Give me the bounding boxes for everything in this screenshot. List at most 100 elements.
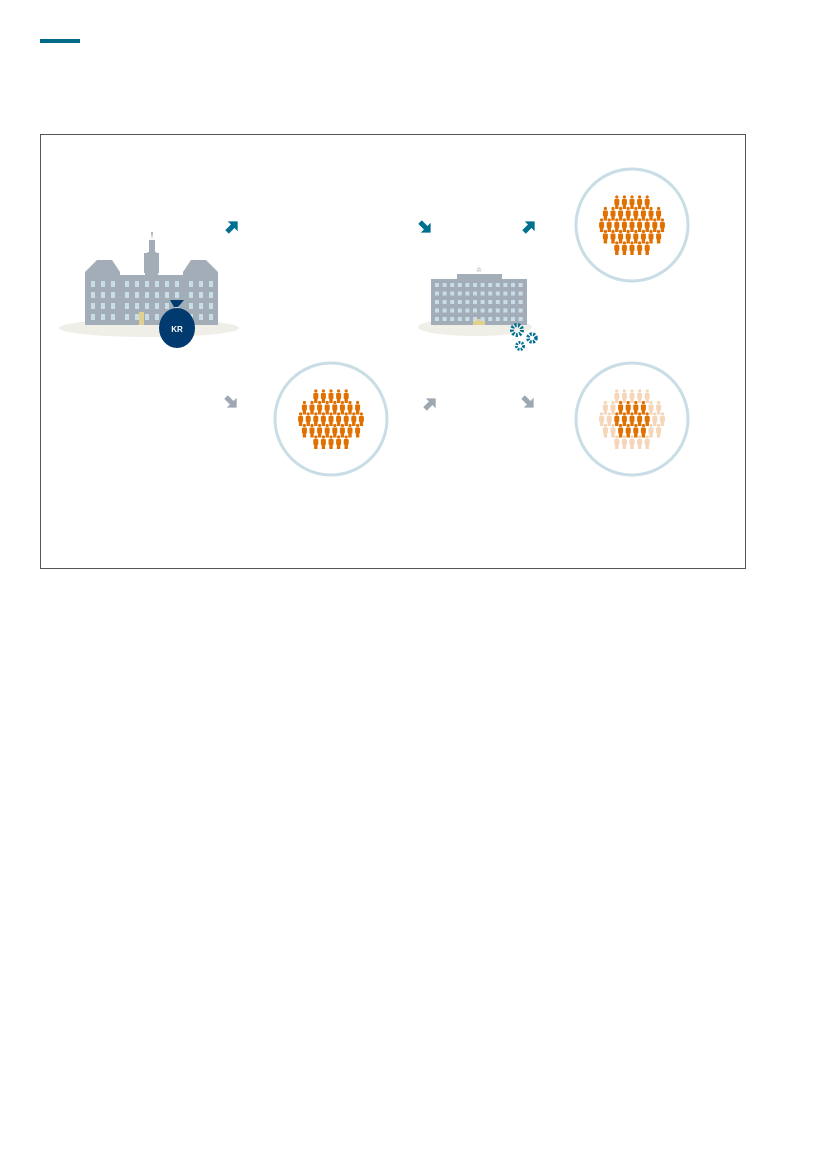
person-icon <box>336 412 342 426</box>
person-icon <box>621 435 627 449</box>
person-icon <box>656 206 662 221</box>
person-icon <box>317 400 323 415</box>
person-icon <box>640 229 646 244</box>
person-icon <box>343 412 349 426</box>
person-icon <box>614 241 620 255</box>
person-icon <box>621 195 627 209</box>
person-icon <box>637 435 643 449</box>
gears-icon <box>510 323 538 351</box>
person-icon <box>336 435 342 449</box>
person-icon <box>309 400 315 415</box>
person-icon <box>625 400 631 415</box>
person-icon <box>351 412 357 426</box>
person-icon <box>618 206 624 221</box>
person-icon <box>640 206 646 221</box>
person-icon <box>644 412 650 426</box>
person-icon <box>358 412 364 426</box>
person-icon <box>317 423 323 438</box>
person-icon <box>320 435 326 449</box>
person-icon <box>320 389 326 403</box>
arrow-up-right-icon <box>225 221 238 234</box>
arrow-down-right-icon <box>521 395 534 408</box>
person-icon <box>644 195 650 209</box>
person-icon <box>347 400 353 415</box>
person-icon <box>637 389 643 403</box>
person-icon <box>621 218 627 232</box>
person-icon <box>602 206 608 221</box>
crowd-full-middle <box>298 389 364 449</box>
person-icon <box>610 229 616 244</box>
person-icon <box>648 229 654 244</box>
person-icon <box>343 435 349 449</box>
person-icon <box>629 195 635 209</box>
person-icon <box>602 423 608 438</box>
group-circle-bottom-right <box>574 361 690 477</box>
person-icon <box>339 423 345 438</box>
person-icon <box>633 229 639 244</box>
person-icon <box>614 389 620 403</box>
person-icon <box>629 218 635 232</box>
person-icon <box>355 400 361 415</box>
person-icon <box>637 195 643 209</box>
person-icon <box>339 400 345 415</box>
person-icon <box>625 229 631 244</box>
person-icon <box>324 400 330 415</box>
person-icon <box>656 400 662 415</box>
person-icon <box>328 389 334 403</box>
person-icon <box>637 412 643 426</box>
person-icon <box>618 400 624 415</box>
person-icon <box>614 195 620 209</box>
person-icon <box>644 218 650 232</box>
person-icon <box>614 412 620 426</box>
crowd-full-top <box>599 195 665 255</box>
person-icon <box>625 206 631 221</box>
person-icon <box>301 400 307 415</box>
person-icon <box>648 206 654 221</box>
person-icon <box>328 435 334 449</box>
person-icon <box>320 412 326 426</box>
arrow-down-right-icon <box>418 220 431 233</box>
person-icon <box>621 241 627 255</box>
group-circle-top-right <box>574 167 690 283</box>
person-icon <box>298 412 304 426</box>
person-icon <box>633 423 639 438</box>
money-bag-label: KR <box>171 325 183 334</box>
person-icon <box>618 229 624 244</box>
svg-text:♔: ♔ <box>476 266 482 274</box>
person-icon <box>313 389 319 403</box>
person-icon <box>640 400 646 415</box>
person-icon <box>637 218 643 232</box>
person-icon <box>656 229 662 244</box>
crowd-partial-right <box>599 389 665 449</box>
person-icon <box>648 423 654 438</box>
person-icon <box>618 423 624 438</box>
person-icon <box>606 218 612 232</box>
person-icon <box>629 389 635 403</box>
person-icon <box>656 423 662 438</box>
person-icon <box>621 412 627 426</box>
person-icon <box>614 435 620 449</box>
money-bag-icon: KR <box>159 300 195 348</box>
person-icon <box>347 423 353 438</box>
person-icon <box>648 400 654 415</box>
arrow-up-right-icon <box>522 221 535 234</box>
person-icon <box>610 423 616 438</box>
parliament-building-icon <box>59 232 239 337</box>
person-icon <box>633 206 639 221</box>
person-icon <box>343 389 349 403</box>
person-icon <box>599 218 605 232</box>
person-icon <box>652 218 658 232</box>
person-icon <box>652 412 658 426</box>
person-icon <box>336 389 342 403</box>
person-icon <box>640 423 646 438</box>
person-icon <box>301 423 307 438</box>
person-icon <box>614 218 620 232</box>
person-icon <box>305 412 311 426</box>
person-icon <box>309 423 315 438</box>
person-icon <box>644 241 650 255</box>
person-icon <box>644 435 650 449</box>
person-icon <box>599 412 605 426</box>
person-icon <box>355 423 361 438</box>
diagram-frame <box>40 134 746 569</box>
